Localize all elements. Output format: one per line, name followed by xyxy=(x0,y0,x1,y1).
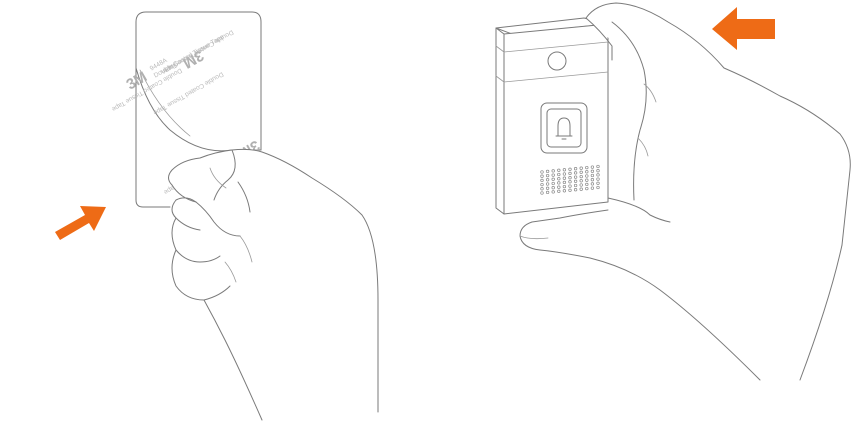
grille-hole xyxy=(568,176,572,180)
grille-hole xyxy=(551,181,555,186)
grille-hole xyxy=(545,182,550,186)
grille-hole xyxy=(590,182,595,186)
arrow-up-right xyxy=(55,206,106,240)
grille-hole xyxy=(573,188,578,192)
grille-hole xyxy=(573,179,578,183)
grille-hole xyxy=(557,177,561,181)
grille-hole xyxy=(596,164,600,169)
speaker-grille xyxy=(540,164,600,195)
grille-hole xyxy=(579,174,583,179)
grille-hole xyxy=(585,170,589,174)
grille-hole xyxy=(585,178,589,182)
grille-hole xyxy=(562,189,567,193)
grille-hole xyxy=(590,178,595,182)
grille-hole xyxy=(579,183,583,187)
right-hand xyxy=(519,2,851,381)
grille-hole xyxy=(585,165,589,170)
grille-hole xyxy=(562,176,567,180)
arrow-left xyxy=(712,7,775,50)
grille-hole xyxy=(551,169,555,173)
grille-hole xyxy=(568,180,572,184)
grille-hole xyxy=(573,167,578,171)
doorbell-device xyxy=(495,17,609,215)
grille-hole xyxy=(551,190,555,194)
grille-hole xyxy=(562,180,567,185)
grille-hole xyxy=(540,170,544,174)
grille-hole xyxy=(596,169,600,173)
grille-hole xyxy=(590,186,595,190)
grille-hole xyxy=(545,186,550,190)
grille-hole xyxy=(585,174,589,178)
grille-hole xyxy=(562,184,567,189)
orange-arrow-left xyxy=(712,7,775,50)
grille-hole xyxy=(579,179,583,183)
grille-hole xyxy=(557,168,561,172)
grille-hole xyxy=(579,187,583,191)
grille-hole xyxy=(579,166,583,170)
grille-hole xyxy=(551,173,555,177)
grille-hole xyxy=(545,190,550,195)
bell-icon xyxy=(555,117,573,140)
grille-hole xyxy=(545,178,550,182)
grille-hole xyxy=(540,191,544,195)
grille-hole xyxy=(557,189,561,193)
grille-hole xyxy=(585,182,589,187)
grille-hole xyxy=(545,169,550,174)
grille-hole xyxy=(562,172,567,176)
grille-hole xyxy=(540,174,544,178)
left-hand xyxy=(168,148,379,421)
grille-hole xyxy=(585,186,589,191)
grille-hole xyxy=(545,173,550,178)
grille-hole xyxy=(590,173,595,178)
grille-hole xyxy=(562,168,567,172)
grille-hole xyxy=(573,171,578,175)
grille-hole xyxy=(551,177,555,181)
grille-hole xyxy=(590,169,595,173)
grille-hole xyxy=(596,177,600,181)
tape-product-mirrored: Double Coated Tissue Tape xyxy=(153,33,226,79)
doorbell-button xyxy=(546,108,582,148)
grille-hole xyxy=(590,165,595,169)
grille-hole xyxy=(573,175,578,179)
grille-hole xyxy=(568,184,572,188)
grille-hole xyxy=(551,186,555,190)
grille-hole xyxy=(568,188,572,192)
grille-hole xyxy=(568,167,572,171)
grille-hole xyxy=(540,178,544,183)
orange-arrow-up-right xyxy=(55,206,106,240)
doorbell-button-housing xyxy=(540,102,588,154)
grille-hole xyxy=(596,185,600,190)
grille-hole xyxy=(596,181,600,185)
camera-lens xyxy=(547,51,567,71)
grille-hole xyxy=(568,171,572,176)
grille-hole xyxy=(557,185,561,189)
grille-hole xyxy=(540,187,544,191)
grille-hole xyxy=(557,172,561,177)
grille-hole xyxy=(579,170,583,174)
grille-hole xyxy=(557,181,561,185)
grille-hole xyxy=(596,173,600,177)
grille-hole xyxy=(573,183,578,188)
grille-hole xyxy=(540,182,544,187)
